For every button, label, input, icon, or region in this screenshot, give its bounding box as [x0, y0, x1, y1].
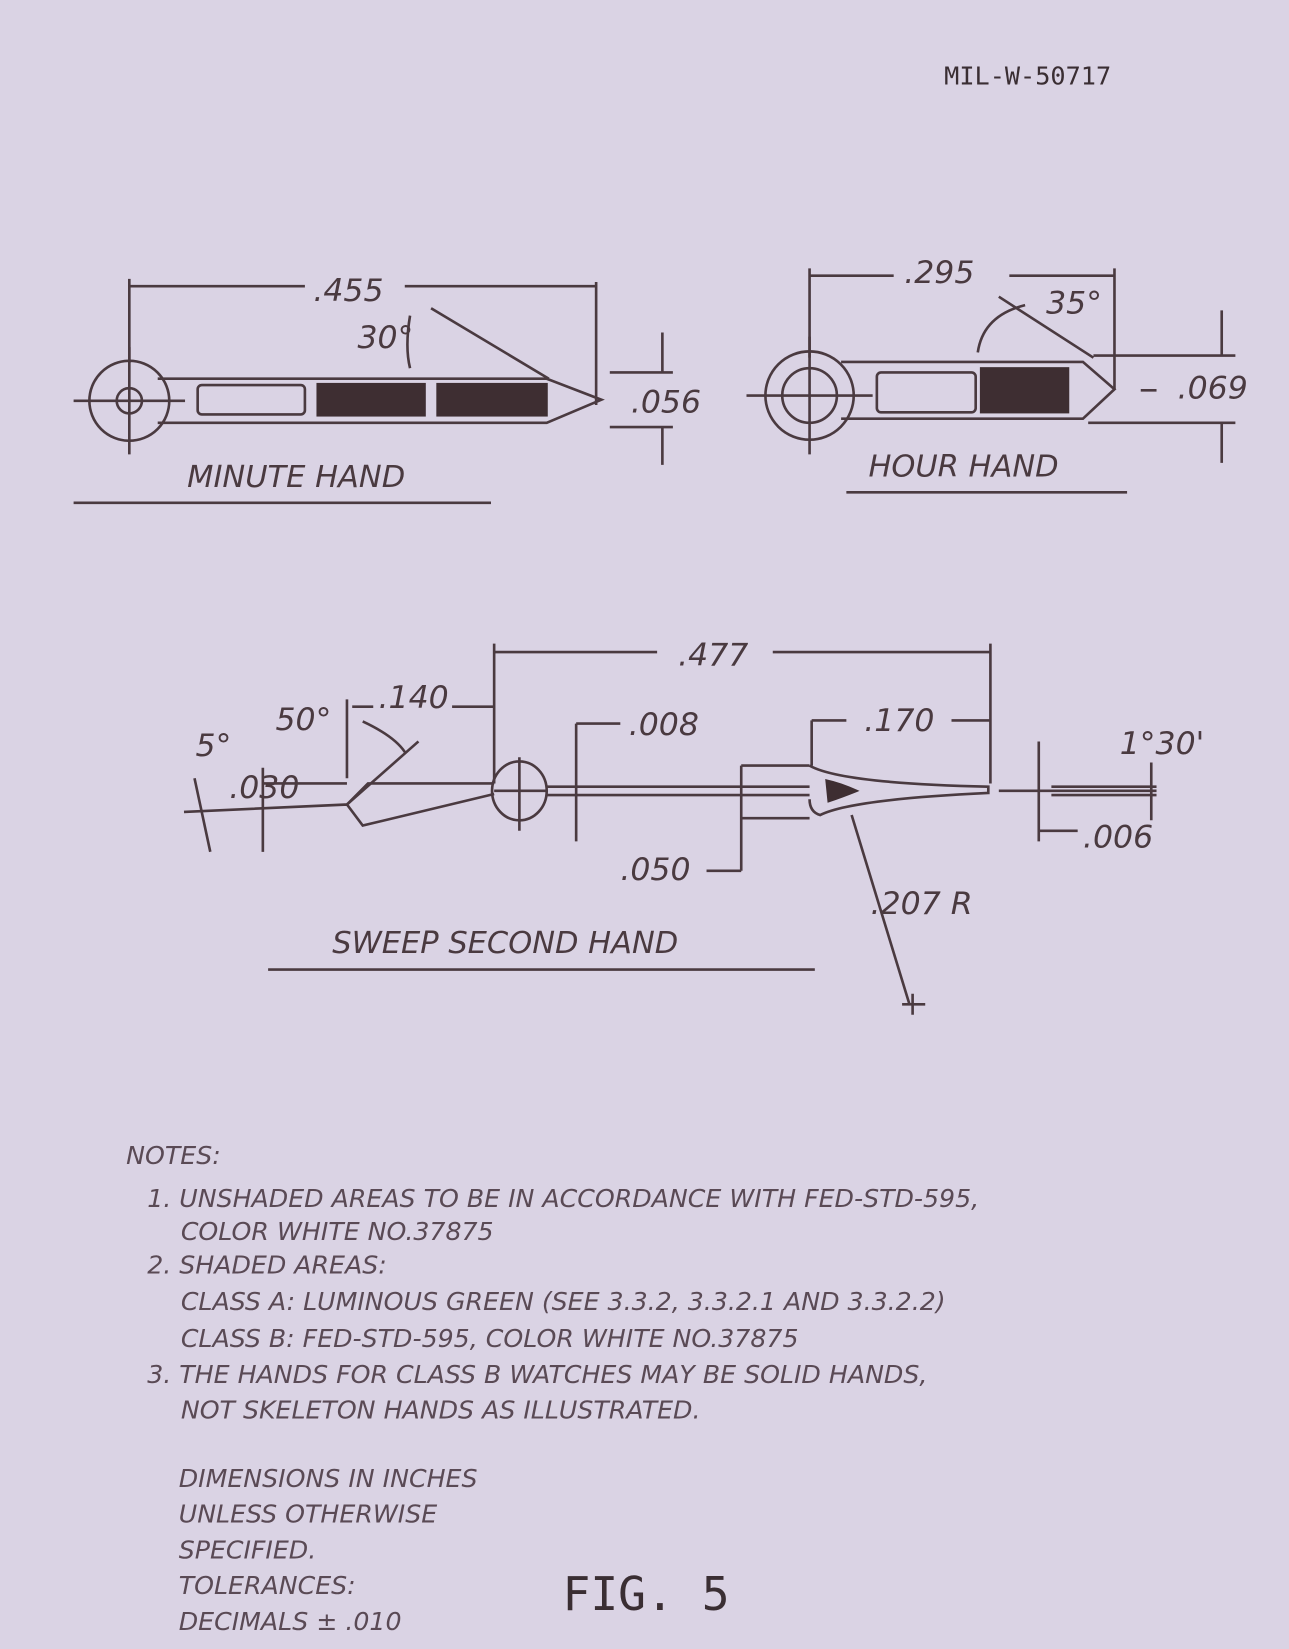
minute-length-dim: .455: [313, 273, 383, 309]
second-radius: .207 R: [871, 886, 973, 922]
hour-hand-title: HOUR HAND: [868, 449, 1058, 484]
second-length-dim: .477: [678, 638, 748, 674]
minute-shaded-area-1: [316, 382, 426, 417]
minute-shaded-area-2: [436, 382, 548, 417]
dimensions-line: DIMENSIONS IN INCHES: [179, 1464, 478, 1493]
second-shaded-area: [825, 779, 860, 803]
notes-heading: NOTES:: [126, 1141, 221, 1170]
dimensions-line: DECIMALS ± .010: [179, 1607, 402, 1636]
hour-dimension-lines: [808, 268, 1236, 463]
second-shaft-width: .008: [629, 707, 699, 743]
second-tip-angle: 1°30': [1120, 726, 1205, 762]
note-line: CLASS A: LUMINOUS GREEN (SEE 3.3.2, 3.3.…: [181, 1287, 946, 1316]
hour-width-dim: .069: [1178, 371, 1248, 407]
dimensions-line: TOLERANCES:: [179, 1571, 356, 1600]
second-dimension-lines: [193, 643, 1153, 1015]
dimensions-line: SPECIFIED.: [179, 1535, 317, 1564]
note-line: 2. SHADED AREAS:: [147, 1250, 387, 1279]
second-hand-title: SWEEP SECOND HAND: [332, 926, 678, 961]
figure-label: FIG. 5: [562, 1567, 729, 1621]
second-tail-angle: 50°: [275, 702, 331, 738]
second-tip-length: .170: [864, 703, 934, 739]
second-tip-width: .006: [1083, 820, 1153, 856]
notes-section: NOTES: 1. UNSHADED AREAS TO BE IN ACCORD…: [126, 1141, 979, 1424]
minute-hand-outline: [73, 347, 605, 455]
second-tail-width: .030: [229, 770, 299, 806]
hour-hand-drawing: .295 35° .069 HOUR HAND: [746, 255, 1248, 494]
minute-width-dim: .056: [631, 384, 701, 420]
minute-angle-dim: 30°: [357, 320, 413, 356]
minute-hand-title: MINUTE HAND: [187, 460, 405, 495]
note-line: CLASS B: FED-STD-595, COLOR WHITE NO.378…: [181, 1324, 799, 1353]
document-number: MIL-W-50717: [944, 61, 1111, 90]
note-line: 3. THE HANDS FOR CLASS B WATCHES MAY BE …: [147, 1360, 927, 1389]
minute-hand-drawing: .455 30° .056 MINUTE HAND: [73, 273, 701, 505]
second-bulge-width: .050: [620, 852, 690, 888]
note-line: NOT SKELETON HANDS AS ILLUSTRATED.: [181, 1396, 701, 1425]
minute-dimension-lines: [128, 278, 673, 465]
second-hand-outline: [183, 757, 1157, 831]
hour-unshaded-area: [875, 371, 978, 414]
hour-length-dim: .295: [904, 255, 974, 291]
note-line: COLOR WHITE NO.37875: [181, 1217, 494, 1246]
minute-unshaded-area: [196, 383, 307, 416]
second-tail-dim: .140: [378, 680, 448, 716]
second-small-angle: 5°: [196, 728, 232, 764]
dimensions-line: UNLESS OTHERWISE: [179, 1500, 437, 1529]
hour-angle-dim: 35°: [1046, 286, 1102, 322]
dimensions-note: DIMENSIONS IN INCHES UNLESS OTHERWISE SP…: [179, 1464, 478, 1636]
note-line: 1. UNSHADED AREAS TO BE IN ACCORDANCE WI…: [147, 1184, 979, 1213]
sweep-second-hand-drawing: .477 .140 50° 5° .030 .008 .170 1°30' .0…: [183, 638, 1205, 1015]
hour-shaded-area: [979, 367, 1070, 414]
